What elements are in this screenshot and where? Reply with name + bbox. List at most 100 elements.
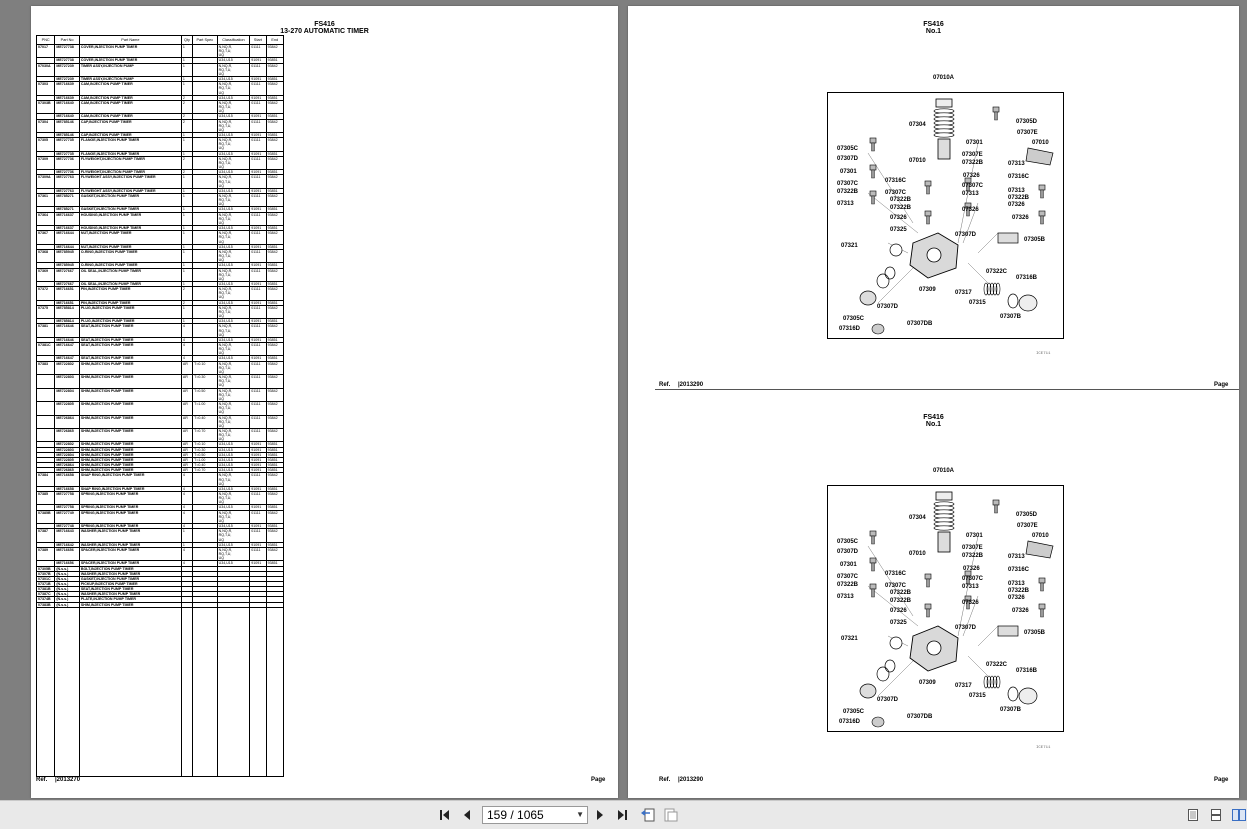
table-cell — [192, 137, 218, 152]
table-cell: 93851 — [265, 244, 285, 250]
sheet2-callout-top: 07010A — [933, 468, 955, 474]
table-cell — [78, 607, 182, 778]
history-forward-button[interactable] — [663, 808, 678, 822]
prev-page-button[interactable] — [460, 808, 474, 822]
history-back-button[interactable] — [640, 808, 655, 822]
table-cell: T=0.40 — [192, 462, 218, 469]
sheet1-ref-label: Ref. — [659, 382, 671, 388]
table-cell: 93842 — [265, 528, 285, 543]
table-cell: ME716639 — [54, 81, 80, 96]
table-cell — [192, 286, 218, 301]
table-cell: ME785271 — [54, 193, 80, 208]
next-page-button[interactable] — [593, 808, 607, 822]
part-callout: 07326 — [890, 608, 907, 614]
bolt-head-part — [1038, 184, 1046, 191]
part-callout: 07307C — [962, 576, 984, 582]
table-cell — [192, 602, 218, 608]
spring-coil-part — [986, 282, 992, 296]
sheet1-fig-id: ICE711 — [1036, 352, 1051, 356]
table-cell: N,NQ,R, RQ,T,U, UQ — [216, 374, 251, 389]
table-cell — [265, 576, 285, 582]
table-cell: N,NQ,R, RQ,T,U, UQ — [216, 44, 251, 59]
table-cell — [192, 571, 218, 577]
table-cell: 01111 — [249, 305, 267, 320]
part-callout: 07316B — [1016, 668, 1038, 674]
part-callout: 07322B — [890, 590, 912, 596]
table-cell: 1 — [180, 268, 194, 282]
table-cell: 01111 — [249, 428, 267, 443]
table-cell — [35, 415, 56, 429]
table-cell: N,NQ,R, RQ,T,U, UQ — [216, 415, 251, 429]
table-cell: 01111 — [249, 174, 267, 189]
table-cell: 07381 — [35, 323, 56, 338]
table-cell: SEAT,INJECTION PUMP TIMER — [78, 342, 182, 357]
part-callout: 07307E — [962, 545, 983, 551]
spring-coil-part — [983, 282, 989, 296]
table-cell — [192, 249, 218, 264]
part-callout: 07322B — [890, 197, 912, 203]
table-cell: ME716644 — [54, 244, 80, 250]
table-row: 07381B(N.s.s.)SEAT,INJECTION PUMP TIMER — [35, 586, 285, 593]
table-cell: ME727748 — [54, 523, 80, 530]
single-page-view-icon[interactable] — [1188, 809, 1198, 821]
sheet2-fig-id: ICE711 — [1036, 746, 1051, 750]
bolt-head-part — [869, 530, 877, 537]
table-cell — [192, 193, 218, 208]
table-cell — [192, 337, 218, 344]
table-cell — [192, 81, 218, 96]
page-number-input[interactable] — [487, 808, 567, 822]
table-cell — [265, 566, 285, 572]
part-callout: 07305C — [843, 709, 865, 715]
part-callout: 07325 — [890, 620, 907, 626]
stud-part — [997, 232, 1019, 244]
table-cell — [192, 576, 218, 582]
column-header: Classification — [216, 35, 251, 45]
table-cell: 01111 — [249, 63, 267, 78]
table-cell: OIL SEAL,INJECTION PUMP TIMER — [78, 268, 182, 282]
sheet-divider — [655, 389, 1239, 390]
sheet2-page-label: Page — [1214, 777, 1229, 783]
oring-part — [1007, 293, 1019, 309]
part-callout: 07307D — [955, 625, 977, 631]
table-cell: 01111 — [249, 119, 267, 133]
part-callout: 07316C — [1008, 174, 1030, 180]
part-callout: 07305D — [1016, 119, 1038, 125]
part-callout: 07326 — [963, 173, 980, 179]
table-cell: 07030A — [35, 63, 56, 78]
page-number-box[interactable]: ▼ — [482, 806, 588, 824]
part-callout: 07326 — [963, 566, 980, 572]
two-page-view-icon[interactable] — [1232, 809, 1246, 821]
table-cell: SHIM,INJECTION PUMP TIMER — [78, 428, 182, 443]
table-cell: 07383 — [35, 361, 56, 376]
table-cell — [35, 607, 56, 778]
table-cell: 07389 — [35, 547, 56, 562]
table-cell: ME727738 — [54, 44, 80, 59]
table-row: 07301C(N.s.s.)GASKET,INJECTION PUMP TIME… — [35, 576, 285, 582]
page-model-label: FS416 — [314, 21, 335, 28]
bolt-shank-part — [871, 195, 875, 205]
continuous-view-icon[interactable] — [1211, 809, 1221, 821]
bolt-shank-part — [966, 207, 970, 217]
chevron-down-icon[interactable]: ▼ — [576, 810, 584, 819]
table-cell — [192, 566, 218, 572]
table-cell: CAM,INJECTION PUMP TIMER — [78, 81, 182, 96]
table-cell: 07367 — [35, 230, 56, 245]
first-page-button[interactable] — [438, 808, 452, 822]
last-page-button[interactable] — [615, 808, 629, 822]
table-cell: 93851 — [265, 169, 285, 176]
bolt-shank-part — [871, 142, 875, 152]
bolt-head-part — [924, 180, 932, 187]
cap-top-part — [935, 491, 953, 501]
part-callout: 07305C — [843, 316, 865, 322]
table-cell: 4 — [180, 342, 194, 357]
table-cell: T=0.40 — [192, 415, 218, 429]
